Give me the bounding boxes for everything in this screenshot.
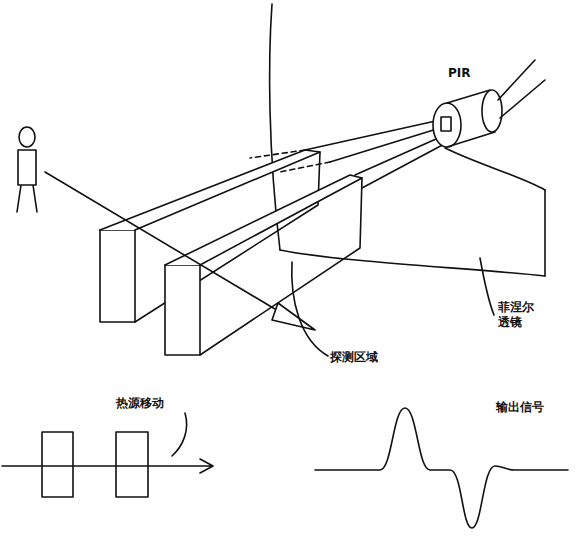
leader-line (480, 258, 494, 315)
lens-edge (280, 250, 545, 276)
signal-label: 输出信号 (496, 400, 544, 415)
leader-line (172, 413, 187, 456)
person (17, 150, 37, 212)
movement-arrow (2, 459, 213, 473)
zone-rect (42, 432, 73, 497)
output-waveform (315, 408, 568, 528)
zone-slab (165, 265, 200, 355)
person (19, 127, 35, 147)
sensor-label: PIR (448, 66, 471, 81)
lens-edge (445, 148, 545, 190)
motion-label: 热源移动 (116, 396, 164, 411)
arrow-head (272, 303, 315, 330)
lens-label: 菲涅尔 透镜 (498, 300, 536, 330)
lens-edge (544, 190, 546, 276)
pir-window (441, 117, 451, 131)
zone-slab (100, 230, 135, 322)
pir-wire (498, 60, 545, 118)
zone-slab (165, 175, 362, 265)
pir-sensor (433, 103, 461, 147)
zone-rect (116, 432, 148, 497)
zone-slab (200, 178, 362, 355)
movement-arrow (45, 172, 290, 318)
leader-line (292, 262, 328, 356)
beam-line (305, 120, 448, 188)
zone-label: 探测区域 (330, 350, 378, 365)
pir-sensor (482, 90, 502, 132)
